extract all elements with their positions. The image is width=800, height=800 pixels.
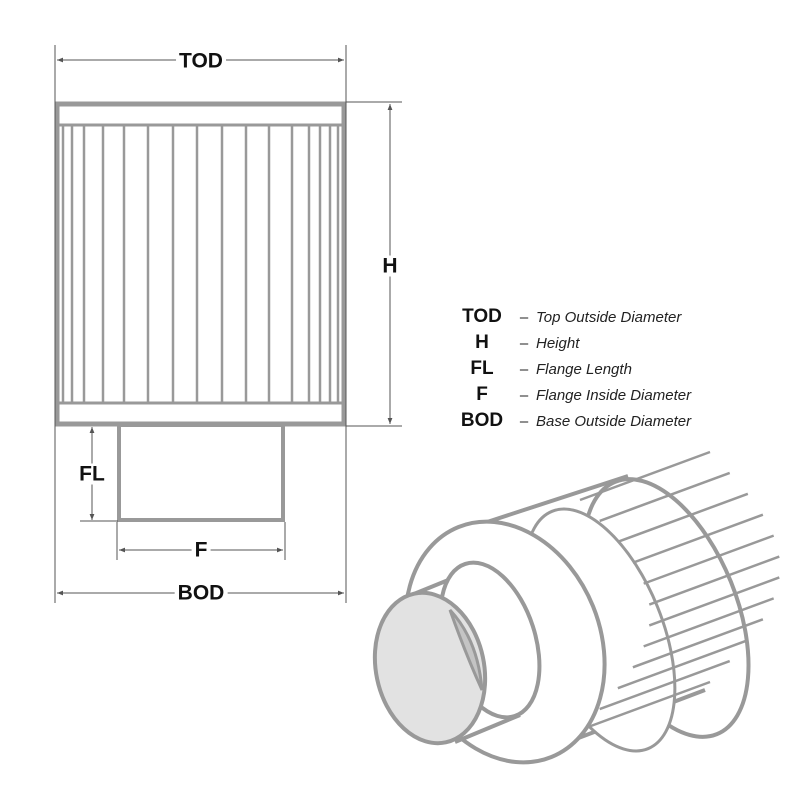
- legend-row: F –Flange Inside Diameter: [450, 382, 691, 408]
- legend-dash: –: [519, 412, 529, 430]
- front-view: [54, 101, 347, 522]
- legend-dash: –: [519, 334, 529, 352]
- legend-abbr: FL: [470, 358, 494, 379]
- flange-inner-wall: [448, 608, 484, 691]
- legend-row: TOD–Top Outside Diameter: [450, 304, 691, 330]
- pleat-rib: [643, 534, 775, 585]
- legend-desc: Flange Length: [536, 360, 632, 378]
- pleat-rib: [579, 450, 711, 502]
- flange: [117, 423, 285, 522]
- legend-abbr: TOD: [462, 306, 502, 327]
- pleat-rib: [599, 471, 731, 523]
- pleat-rib: [579, 680, 711, 732]
- h-label: H: [379, 255, 401, 277]
- legend-row: FL –Flange Length: [450, 356, 691, 382]
- bod-label: BOD: [174, 582, 228, 604]
- pleat-rib: [648, 555, 780, 606]
- filter-body: [54, 101, 347, 427]
- legend: TOD–Top Outside Diameter H–Height FL–Fla…: [450, 304, 691, 434]
- pleat-rib: [643, 597, 775, 648]
- legend-abbr: BOD: [460, 410, 504, 431]
- legend-dash: –: [519, 386, 529, 404]
- tod-label: TOD: [176, 50, 226, 72]
- legend-row: BOD–Base Outside Diameter: [450, 408, 691, 434]
- legend-abbr: F: [476, 384, 488, 405]
- isometric-view: [372, 450, 780, 765]
- pleat-rib: [617, 639, 749, 690]
- legend-abbr: H: [475, 332, 489, 353]
- legend-dash: –: [519, 308, 529, 326]
- dimension-lines: [54, 45, 402, 603]
- legend-desc: Height: [536, 334, 580, 352]
- fl-label: FL: [76, 463, 108, 485]
- pleat-ribs: [61, 126, 340, 402]
- pleat-rib: [648, 576, 780, 627]
- legend-desc: Base Outside Diameter: [536, 412, 692, 430]
- legend-desc: Top Outside Diameter: [536, 308, 682, 326]
- pleat-rib: [632, 513, 764, 564]
- pleat-rib: [599, 659, 731, 711]
- flange-bottom-edge: [454, 713, 521, 744]
- legend-dash: –: [519, 360, 529, 378]
- legend-row: H –Height: [450, 330, 691, 356]
- pleat-rib: [632, 618, 764, 669]
- legend-desc: Flange Inside Diameter: [536, 386, 692, 404]
- pleat-rib: [617, 492, 749, 543]
- body-top-edge: [477, 474, 629, 527]
- f-label: F: [191, 539, 211, 561]
